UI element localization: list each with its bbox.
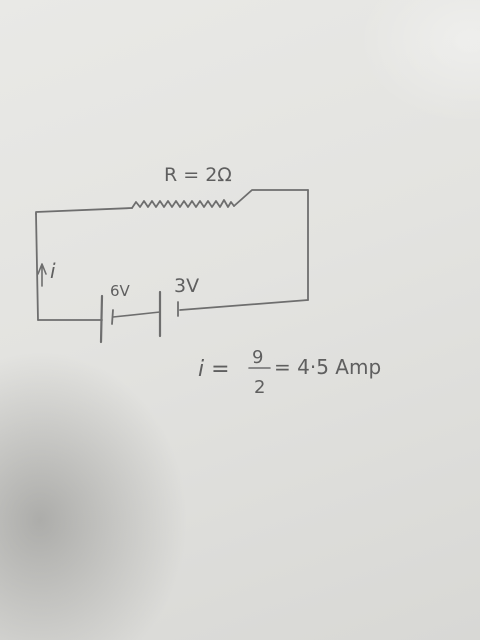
battery-3v-label: 3V xyxy=(174,275,199,297)
top-wire-left xyxy=(35,207,133,215)
left-wire xyxy=(35,213,39,321)
resistor-label: R = 2Ω xyxy=(164,164,232,186)
battery-6v-label: 6V xyxy=(110,282,131,300)
bottom-wire-right xyxy=(179,299,309,311)
fraction-numerator: 9 xyxy=(252,347,263,368)
resistor-zigzag xyxy=(131,199,235,209)
battery-6v-long-plate xyxy=(99,294,104,344)
equation-result: = 4·5 Amp xyxy=(274,355,381,379)
top-wire-right xyxy=(233,189,309,207)
equation-lhs: i = xyxy=(198,357,230,382)
fraction-denominator: 2 xyxy=(254,377,265,398)
battery-link-wire xyxy=(112,311,161,318)
current-label: i xyxy=(50,259,56,283)
current-arrow-icon xyxy=(37,263,47,287)
